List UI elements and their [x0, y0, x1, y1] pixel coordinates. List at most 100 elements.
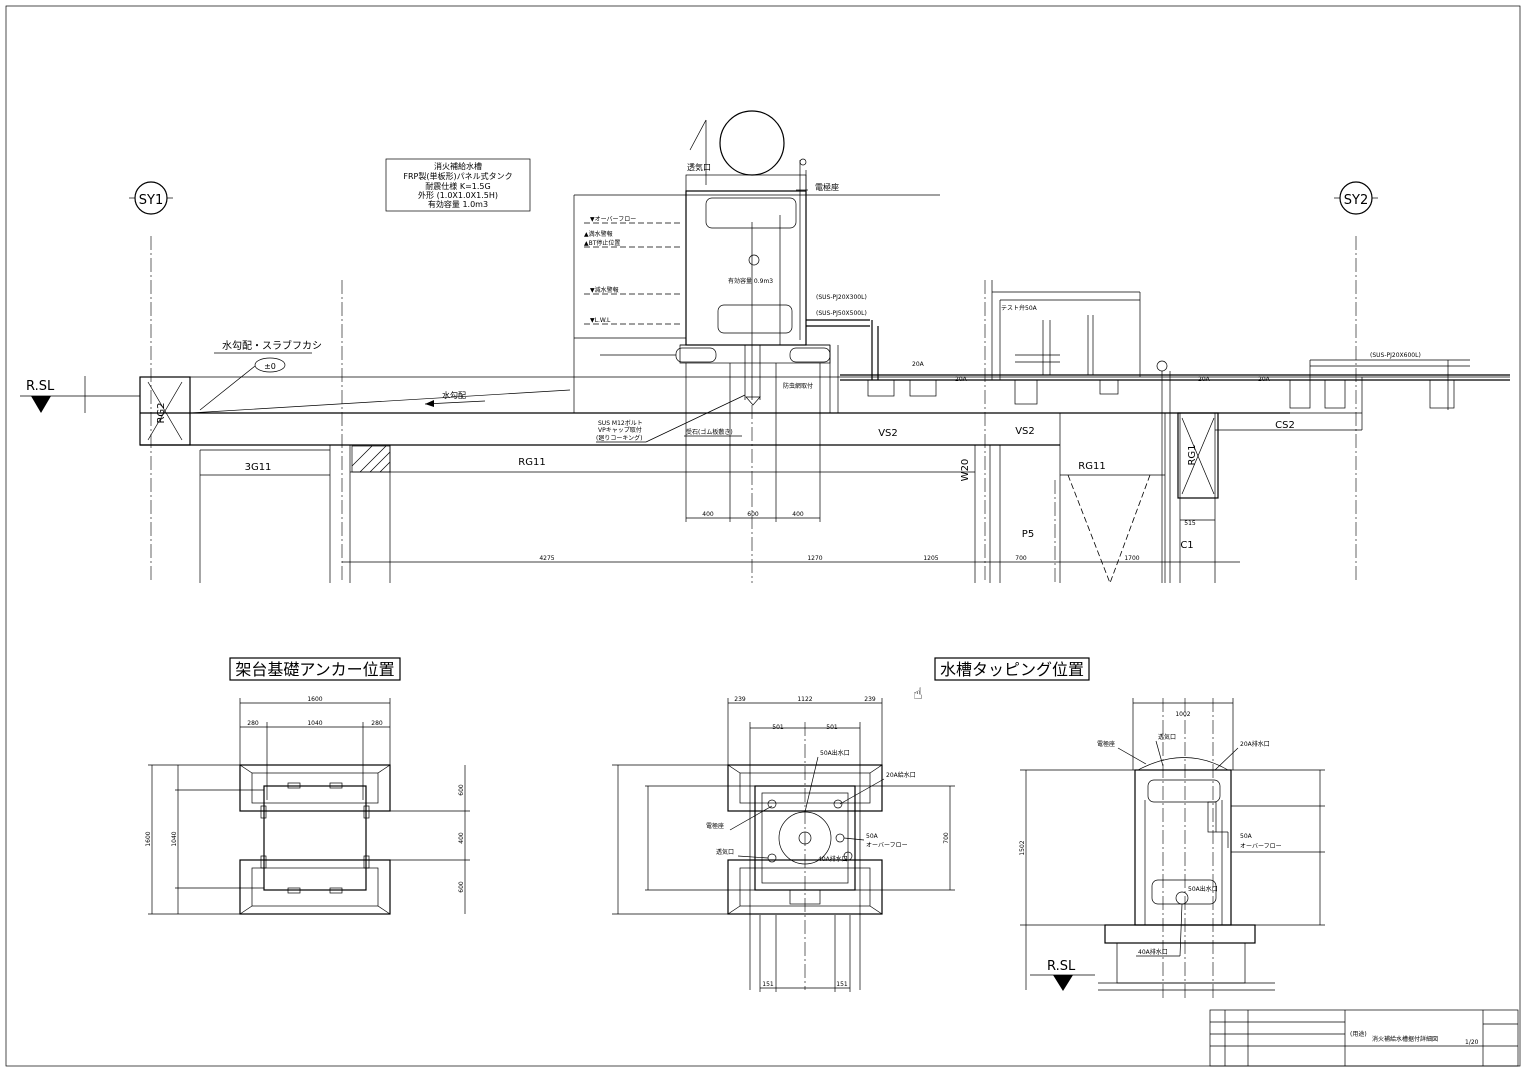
dim-400-b: 400 — [792, 511, 804, 518]
dim-515: 515 — [1184, 520, 1196, 527]
anchor-dim-280-a: 280 — [247, 720, 259, 727]
tapping-supply-20a: 20A給水口 — [886, 771, 916, 779]
pipe-20a-1: 20A — [912, 361, 925, 368]
effective-capacity: 有効容量 0.9m3 — [728, 277, 773, 285]
tapping-dim-700: 700 — [943, 832, 950, 844]
anchor-dim-1040: 1040 — [307, 720, 322, 727]
sheet-border — [5, 5, 1521, 1067]
level-overflow: ▼オーバーフロー — [590, 216, 636, 223]
bolt-note-1: SUS M12ボルト — [598, 419, 643, 427]
title-kind: (用途) — [1350, 1030, 1367, 1038]
axis-marker-sy1: SY1 — [129, 181, 173, 583]
dim-700: 700 — [1015, 555, 1027, 562]
tapping-dim-151-b: 151 — [836, 981, 848, 988]
dim-400-a: 400 — [702, 511, 714, 518]
section-drain-40a: 40A排水口 — [1138, 948, 1168, 956]
pipe-sus-1: (SUS-PJ20X300L) — [816, 294, 867, 301]
bolt-note-2: VPキャップ取付 — [598, 426, 642, 434]
tapping-dim-1122: 1122 — [797, 696, 812, 703]
tapping-electrode: 電極座 — [706, 822, 724, 830]
elevation-view: RG2 RG1 3G11 RG11 RG11 VS2 VS2 CS2 W20 P… — [139, 110, 1510, 584]
tank-section: 1002 1502 電極座 透気口 20A排水口 50A オー — [1019, 698, 1325, 1000]
tapping-dim-151-a: 151 — [762, 981, 774, 988]
tapping-dim-501-b: 501 — [826, 724, 838, 731]
dim-4275: 4275 — [539, 555, 554, 562]
tapping-plan: 水槽タッピング位置 239 1122 239 501 501 — [612, 657, 1090, 992]
zero-mark: ±0 — [264, 362, 276, 371]
beam-vs2-b: VS2 — [1015, 426, 1035, 437]
spec-line-2: FRP製(単板形)パネル式タンク — [403, 171, 512, 181]
anchor-dim-280-b: 280 — [371, 720, 383, 727]
beam-rg11-b: RG11 — [1078, 461, 1105, 472]
column-p5: P5 — [1022, 529, 1034, 540]
section-dim-1002: 1002 — [1175, 711, 1190, 718]
electrode-label: 電極座 — [815, 182, 839, 192]
spec-line-1: 消火補給水槽 — [434, 161, 482, 171]
anchor-plan: 架台基礎アンカー位置 1600 280 1040 280 — [145, 657, 470, 915]
slope-arrow-label: 水勾配 — [442, 390, 466, 400]
spec-box: 消火補給水槽 FRP製(単板形)パネル式タンク 耐震仕様 K=1.5G 外形 (… — [385, 158, 531, 212]
hand-cursor-icon: ☝ — [913, 684, 923, 703]
beam-3g11: 3G11 — [245, 462, 272, 473]
pipe-sus-3: (SUS-PJ20X600L) — [1370, 352, 1421, 359]
spec-line-3: 耐震仕様 K=1.5G — [425, 181, 490, 191]
section-dim-1502: 1502 — [1019, 840, 1026, 855]
section-overflow-label: オーバーフロー — [1240, 843, 1282, 850]
beam-vs2-a: VS2 — [878, 428, 898, 439]
rsl-marker: R.SL — [20, 376, 140, 413]
section-drain-20a: 20A排水口 — [1240, 740, 1270, 748]
tapping-dim-501-a: 501 — [772, 724, 784, 731]
axis-label-sy2: SY2 — [1344, 193, 1368, 208]
title-drawing-name: 消火補給水槽据付詳細図 — [1372, 1035, 1438, 1043]
section-electrode: 電極座 — [1097, 740, 1115, 748]
test-valve-label: テスト弁50A — [1001, 304, 1038, 312]
pipe-20a-4: 20A — [1258, 376, 1271, 383]
section-outlet-50a: 50A出水口 — [1188, 885, 1218, 893]
axis-marker-sy2: SY2 — [1334, 181, 1378, 583]
beam-cs2: CS2 — [1275, 420, 1295, 431]
stone-note: 受石(ゴム板敷き) — [686, 428, 733, 436]
beam-rg11-a: RG11 — [518, 457, 545, 468]
title-scale: 1/20 — [1465, 1039, 1479, 1046]
anchor-dim-mid: 1040 — [171, 831, 178, 846]
section-overflow-50a: 50A — [1240, 833, 1253, 840]
anchor-dim-top: 1600 — [307, 696, 322, 703]
tank-elevation — [573, 110, 940, 413]
anchor-dim-left: 1600 — [145, 831, 152, 846]
dim-1700: 1700 — [1124, 555, 1139, 562]
beam-rg1: RG1 — [1187, 444, 1198, 465]
axis-label-sy1: SY1 — [139, 193, 163, 208]
pipe-20a-3: 20A — [1198, 376, 1211, 383]
level-bt-stop: ▲BT停止位置 — [584, 239, 620, 247]
anchor-plan-title: 架台基礎アンカー位置 — [235, 660, 394, 679]
column-c1: C1 — [1180, 540, 1193, 551]
spec-line-4: 外形 (1.0X1.0X1.5H) — [418, 190, 498, 200]
beam-rg2: RG2 — [156, 402, 167, 423]
section-rsl-label: R.SL — [1047, 959, 1076, 974]
rsl-label: R.SL — [26, 379, 55, 394]
tapping-overflow-50a: 50A — [866, 833, 879, 840]
level-low-alarm: ▼減水警報 — [590, 286, 619, 294]
title-block: (用途) 消火補給水槽据付詳細図 1/20 — [1209, 1009, 1519, 1067]
vent-label: 透気口 — [687, 162, 711, 172]
dim-1205: 1205 — [923, 555, 938, 562]
tapping-drain-40a: 40A排水口 — [818, 855, 848, 863]
anchor-dim-r600-a: 600 — [458, 784, 465, 796]
section-vent: 透気口 — [1158, 733, 1176, 741]
tapping-overflow-label: オーバーフロー — [866, 842, 908, 849]
tapping-dim-239-b: 239 — [864, 696, 876, 703]
level-lwl: ▼L.W.L — [590, 317, 611, 324]
insect-screen-note: 防虫網取付 — [783, 382, 813, 390]
anchor-dim-r600-b: 600 — [458, 881, 465, 893]
tapping-dim-239-a: 239 — [734, 696, 746, 703]
dim-1270: 1270 — [807, 555, 822, 562]
tapping-vent: 透気口 — [716, 848, 734, 856]
tapping-outlet-50a: 50A出水口 — [820, 749, 850, 757]
pipe-20a-2: 20A — [955, 376, 968, 383]
anchor-dim-r400: 400 — [458, 832, 465, 844]
pipe-sus-2: (SUS-PJ50X500L) — [816, 310, 867, 317]
slope-note: 水勾配・スラブフカシ — [222, 339, 322, 352]
level-full-alarm: ▲満水警報 — [584, 230, 613, 238]
bolt-note-3: (廻りコーキング) — [596, 434, 643, 442]
